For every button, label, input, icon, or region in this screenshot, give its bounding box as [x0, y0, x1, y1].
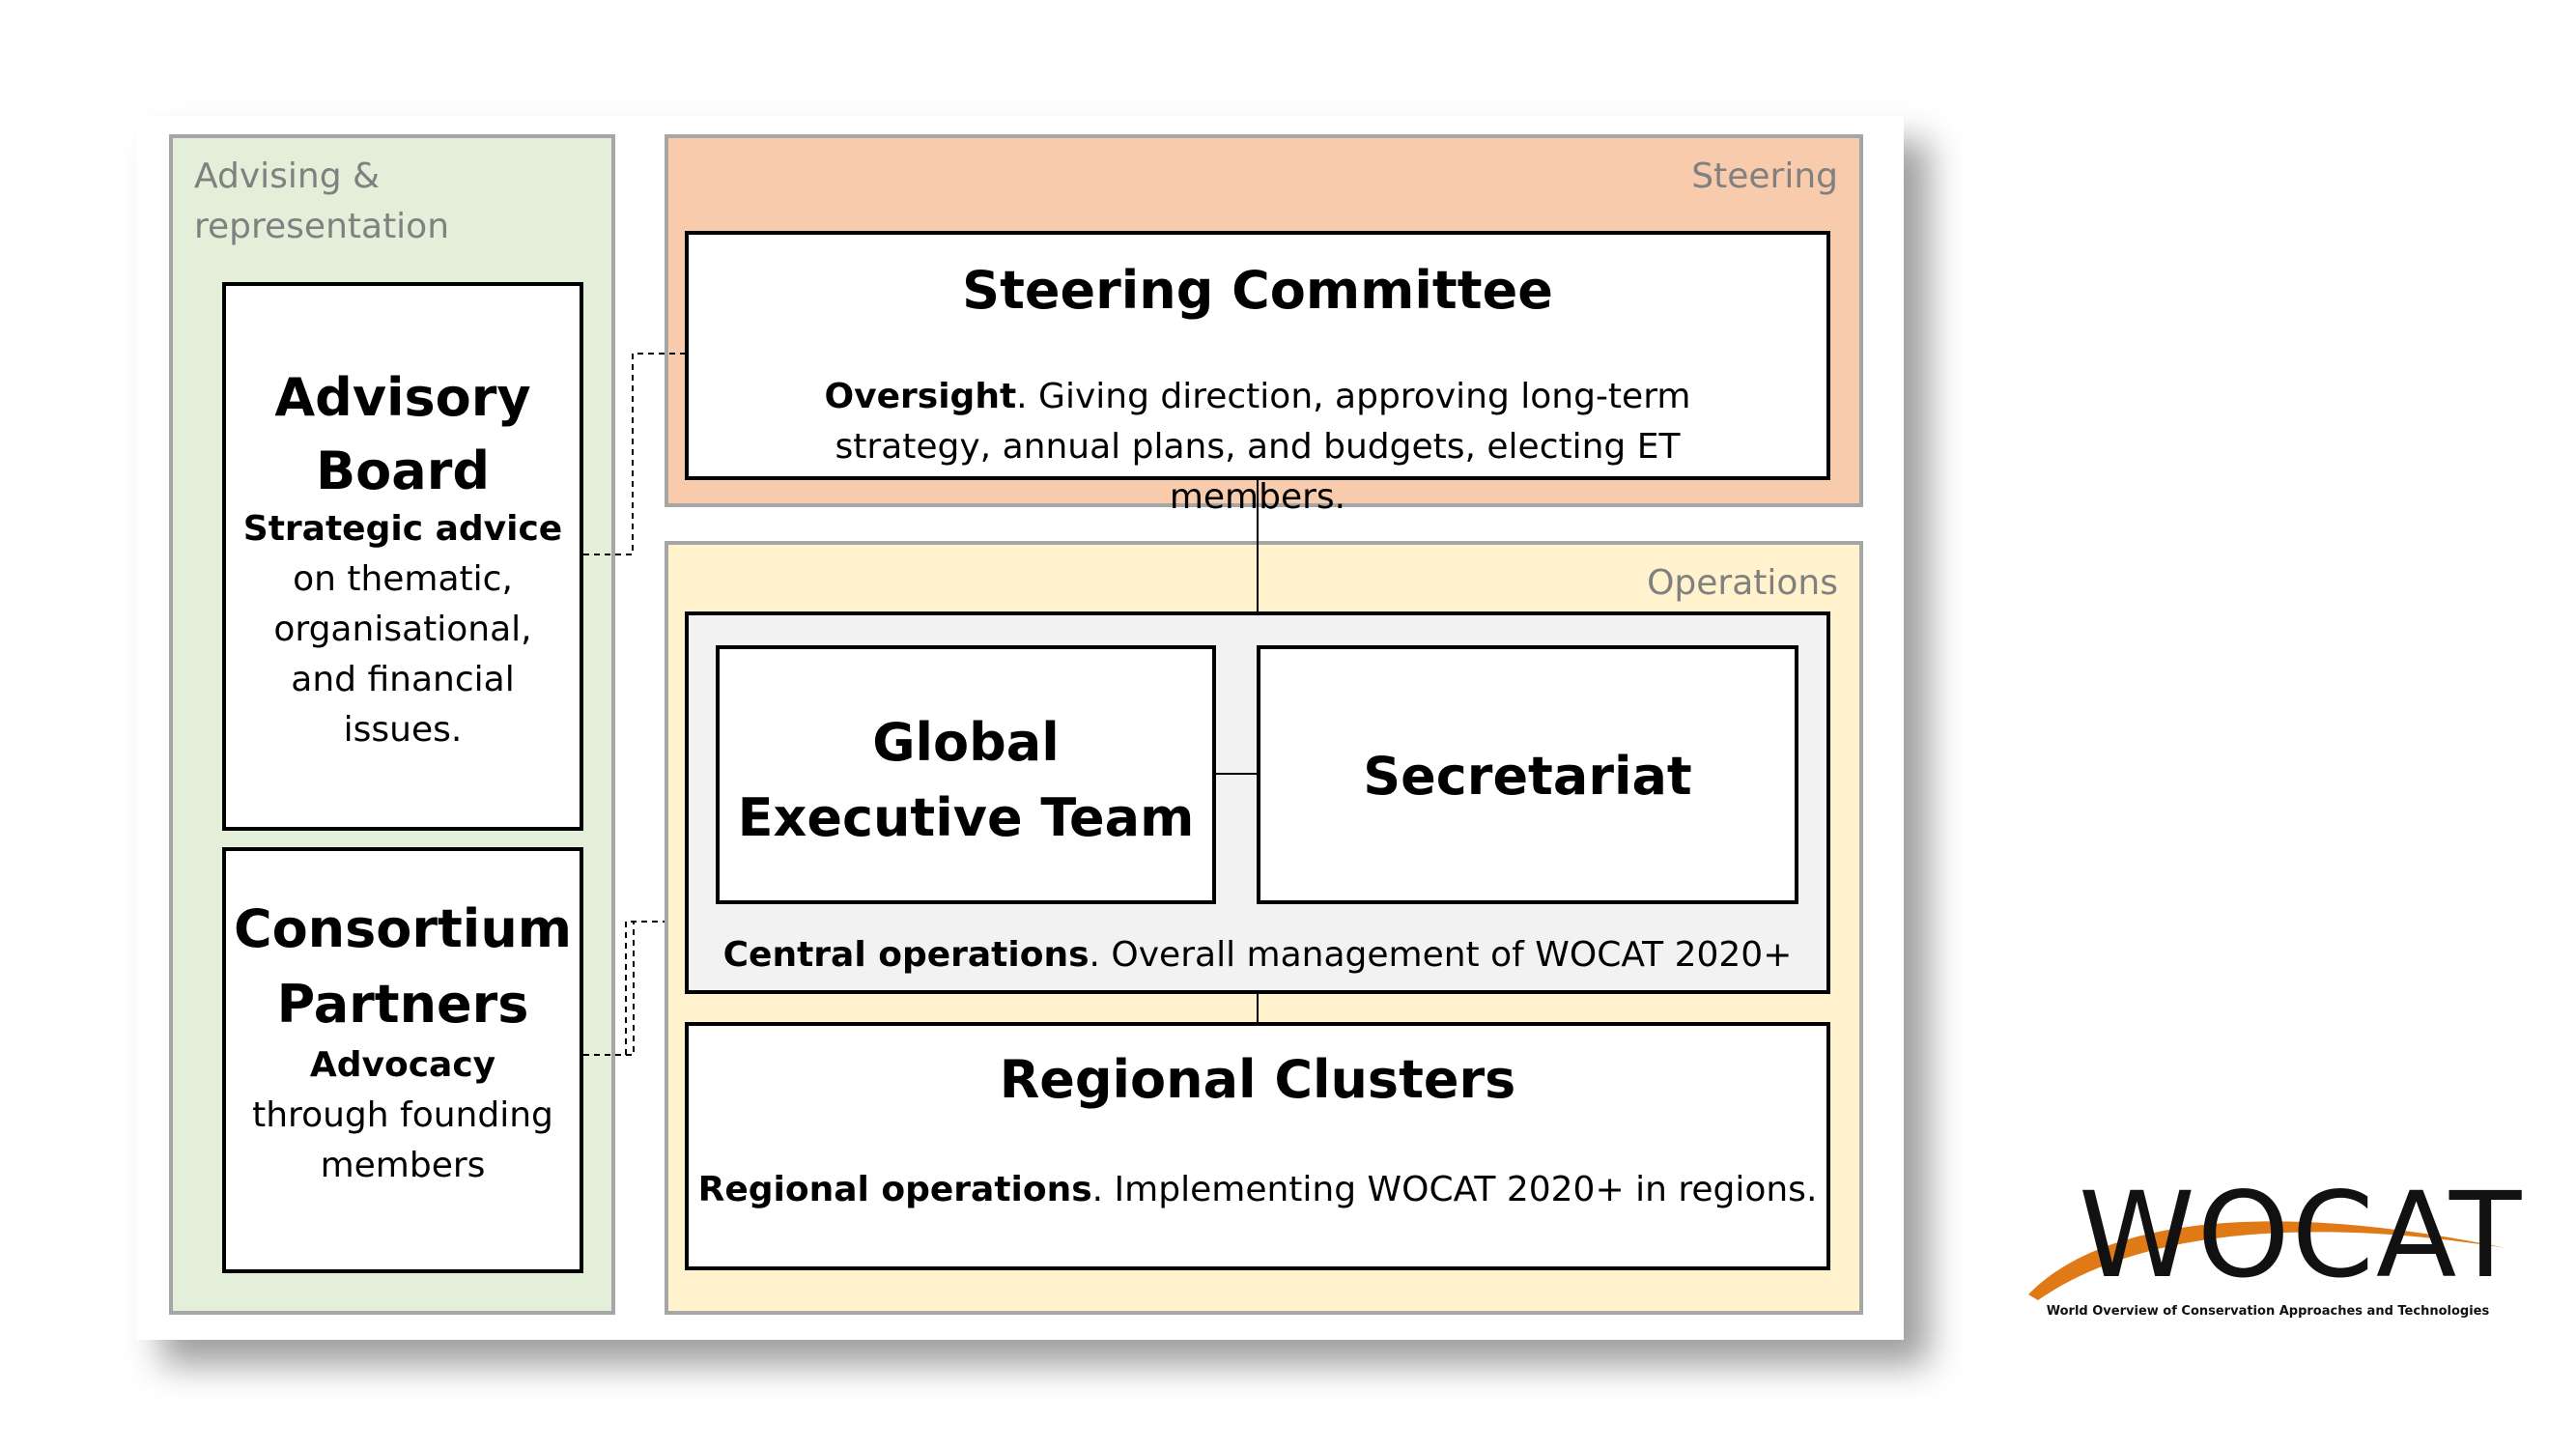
logo-subtitle: World Overview of Conservation Approache… — [2046, 1304, 2490, 1319]
consortium-desc-bold: Advocacy — [309, 1045, 496, 1085]
logo-swoosh — [2028, 1221, 2506, 1300]
logo-swoosh-shape — [2028, 1221, 2506, 1300]
steering-committee-box: Steering Committee Oversight. Giving dir… — [685, 231, 1830, 517]
steering-committee-description: Oversight. Giving direction, approving l… — [747, 372, 1769, 523]
consortium-desc-line: through founding — [252, 1095, 553, 1135]
global-executive-team-title: Global Executive Team — [720, 705, 1212, 856]
central-operations-desc-bold: Central operations — [722, 935, 1090, 975]
central-operations-description: Central operations. Overall management o… — [685, 930, 1830, 980]
regional-clusters-box: Regional Clusters Regional operations. I… — [685, 1022, 1830, 1270]
regional-clusters-desc-text: . Implementing WOCAT 2020+ in regions. — [1091, 1170, 1818, 1209]
operations-zone-label: Operations — [1647, 563, 1838, 603]
steering-committee-desc-bold: Oversight — [824, 377, 1017, 416]
steering-zone-label: Steering — [1691, 156, 1838, 196]
wocat-logo: WOCAT World Overview of Conservation App… — [2028, 1173, 2521, 1323]
advisory-board-title-line1: Advisory — [274, 367, 531, 428]
advisory-board-desc-line: organisational, — [273, 610, 532, 649]
advisory-board-desc-line: on thematic, — [293, 559, 513, 599]
consortium-partners-description: Advocacy through founding members — [226, 1040, 580, 1191]
global-executive-team-box: Global Executive Team — [716, 645, 1216, 904]
advisory-board-title-line2: Board — [316, 440, 490, 501]
get-title-line2: Executive Team — [737, 787, 1195, 848]
regional-clusters-description: Regional operations. Implementing WOCAT … — [689, 1165, 1826, 1215]
advisory-board-description: Strategic advice on thematic, organisati… — [226, 504, 580, 755]
advisory-board-desc-line: issues. — [343, 710, 463, 750]
steering-committee-title: Steering Committee — [962, 260, 1553, 321]
secretariat-box: Secretariat — [1257, 645, 1798, 904]
advising-zone-label: Advising & representation — [194, 156, 450, 246]
regional-clusters-desc-bold: Regional operations — [697, 1170, 1092, 1209]
advisory-board-title: Advisory Board — [226, 361, 580, 508]
consortium-title-line1: Consortium — [233, 898, 573, 959]
central-operations-desc-text: . Overall management of WOCAT 2020+ — [1089, 935, 1793, 975]
consortium-title-line2: Partners — [276, 974, 529, 1035]
advisory-board-desc-bold: Strategic advice — [242, 509, 563, 549]
logo-wordmark: WOCAT — [2079, 1167, 2524, 1304]
advisory-board-desc-line: and financial — [291, 660, 515, 699]
get-title-line1: Global — [872, 712, 1060, 773]
regional-clusters-title: Regional Clusters — [999, 1049, 1516, 1110]
consortium-desc-line: members — [320, 1146, 486, 1185]
secretariat-title: Secretariat — [1363, 746, 1692, 807]
consortium-partners-title: Consortium Partners — [226, 892, 580, 1042]
consortium-partners-box: Consortium Partners Advocacy through fou… — [222, 847, 583, 1273]
advisory-board-box: Advisory Board Strategic advice on thema… — [222, 282, 583, 831]
